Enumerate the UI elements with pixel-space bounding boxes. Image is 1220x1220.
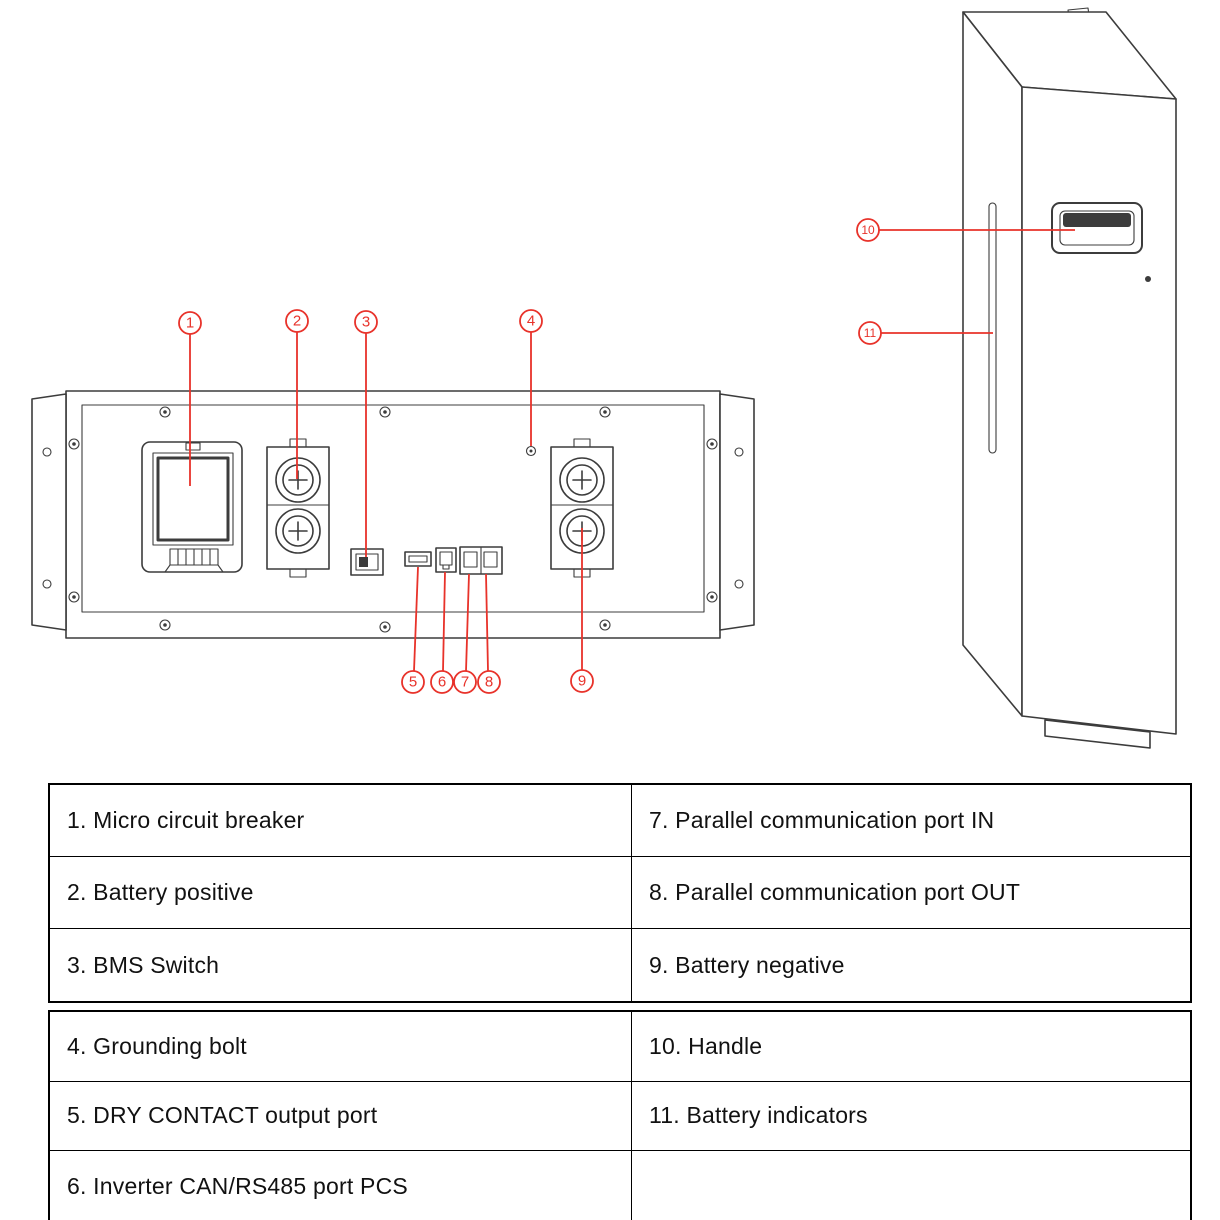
legend-empty-cell: [632, 1151, 1190, 1220]
callout-number-4: 4: [527, 313, 535, 330]
legend-item-10: 10. Handle: [632, 1012, 1190, 1082]
panel-face: [81, 404, 705, 613]
callout-circle-5: [401, 670, 425, 694]
callout-circle-10: [856, 218, 880, 242]
callout-line-6: [442, 571, 446, 672]
callout-line-7: [465, 573, 470, 672]
battery-indicators-slot: [988, 202, 997, 454]
dry-contact-port: [404, 551, 432, 567]
bms-switch: [350, 548, 384, 576]
callout-circle-7: [453, 670, 477, 694]
callout-circle-3: [354, 310, 378, 334]
callout-number-5: 5: [409, 674, 417, 691]
legend-table-bottom: 4. Grounding bolt 10. Handle 5. DRY CONT…: [48, 1010, 1192, 1220]
callout-number-6: 6: [438, 674, 446, 691]
grounding-bolt: [525, 445, 537, 457]
callout-circle-9: [570, 669, 594, 693]
callout-line-5: [413, 566, 419, 672]
callout-circle-8: [477, 670, 501, 694]
parallel-communication-ports: [459, 546, 503, 575]
callout-circle-6: [430, 670, 454, 694]
callout-number-9: 9: [578, 673, 586, 690]
callout-lines: [189, 229, 1075, 672]
legend-item-4: 4. Grounding bolt: [50, 1012, 632, 1082]
battery-diagram: 1 2 3 4 5 6 7 8 9 10 11: [31, 7, 1177, 749]
micro-circuit-breaker: [141, 441, 243, 573]
callout-number-2: 2: [293, 313, 301, 330]
handle: [1051, 202, 1143, 254]
callout-number-3: 3: [362, 314, 370, 331]
mounting-ear-right: [719, 393, 755, 631]
battery-positive-terminal: [266, 438, 330, 578]
legend-item-3: 3. BMS Switch: [50, 929, 632, 1001]
callout-number-11: 11: [864, 326, 877, 340]
legend-item-5: 5. DRY CONTACT output port: [50, 1081, 632, 1152]
legend-table-top: 1. Micro circuit breaker 7. Parallel com…: [48, 783, 1192, 1003]
legend-item-2: 2. Battery positive: [50, 857, 632, 929]
front-panel-drawing: [31, 390, 755, 639]
front-dot: [1145, 276, 1151, 282]
callout-number-1: 1: [186, 315, 194, 332]
cabinet-front-face: [1021, 86, 1177, 735]
inverter-can-rs485-port: [435, 547, 457, 573]
callout-number-10: 10: [861, 223, 875, 237]
callout-number-7: 7: [461, 674, 469, 691]
callout-circle-11: [858, 321, 882, 345]
legend-item-11: 11. Battery indicators: [632, 1082, 1190, 1152]
callout-circle-4: [519, 309, 543, 333]
callout-line-8: [485, 573, 489, 672]
legend-item-6: 6. Inverter CAN/RS485 port PCS: [50, 1151, 632, 1220]
callout-circle-2: [285, 309, 309, 333]
callout-number-8: 8: [485, 674, 493, 691]
legend-item-9: 9. Battery negative: [649, 951, 845, 978]
legend-item-1: 1. Micro circuit breaker: [50, 785, 632, 857]
callout-circle-1: [178, 311, 202, 335]
legend-item-8: 8. Parallel communication port OUT: [632, 857, 1190, 929]
callout-badges: 1 2 3 4 5 6 7 8 9 10 11: [178, 218, 882, 694]
cabinet-foot: [1044, 719, 1151, 749]
mounting-ear-left: [31, 393, 67, 631]
legend-item-7: 7. Parallel communication port IN: [632, 785, 1190, 857]
side-view-drawing: [962, 7, 1177, 749]
